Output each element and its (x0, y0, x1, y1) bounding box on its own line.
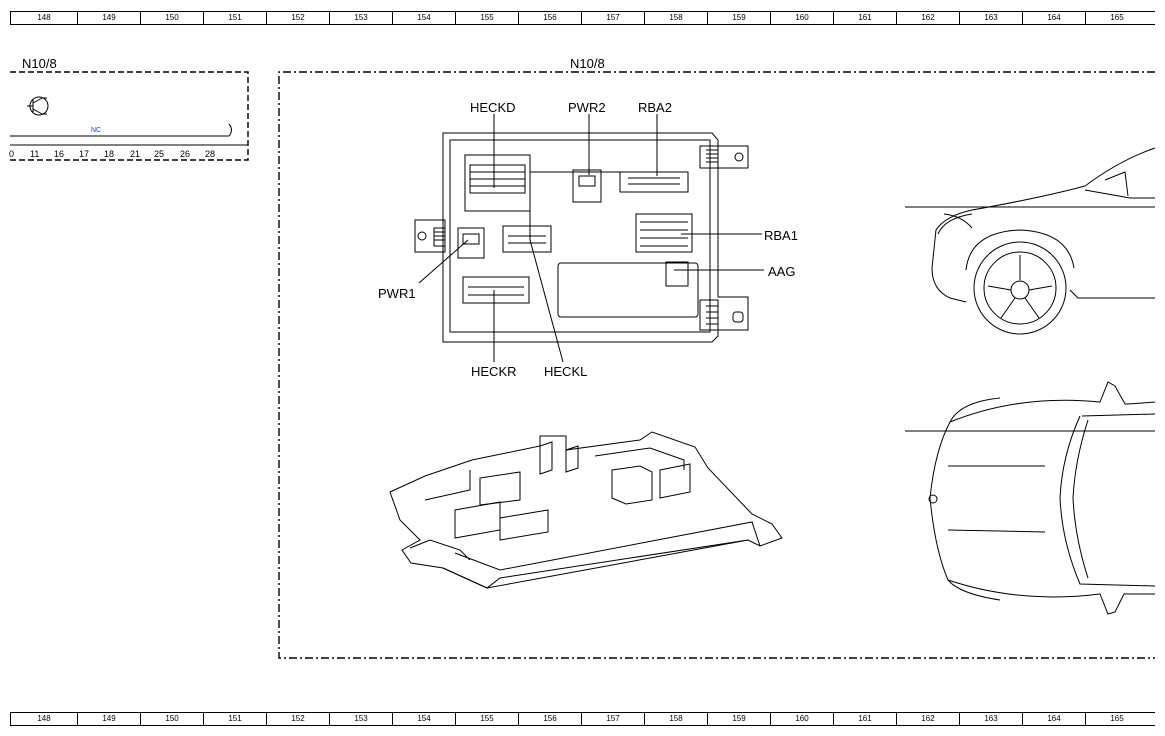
ruler-column-number: 148 (10, 12, 77, 24)
control-unit-top-view (414, 114, 764, 363)
ruler-column-number: 165 (1085, 12, 1148, 24)
ruler-column-number: 156 (518, 713, 581, 725)
ruler-column-number: 148 (10, 713, 77, 725)
control-unit-isometric-view (389, 431, 783, 589)
pin-label: 17 (79, 149, 90, 159)
left-panel-border (10, 71, 249, 161)
pin-label: 26 (180, 149, 191, 159)
ruler-column-number: 163 (959, 713, 1022, 725)
main-panel-title: N10/8 (570, 56, 605, 71)
pin-label: 0 (9, 149, 15, 159)
left-panel-title: N10/8 (22, 56, 57, 71)
ruler-column-number: 155 (455, 12, 518, 24)
nc-label: NC (91, 127, 102, 134)
vehicle-side-view (905, 147, 1156, 335)
ruler-column-number: 154 (392, 12, 455, 24)
transistor-icon (27, 96, 49, 116)
ruler-column-number: 151 (203, 713, 266, 725)
ruler-column-number: 161 (833, 713, 896, 725)
ruler-column-number: 153 (329, 713, 392, 725)
ruler-column-number: 150 (140, 713, 203, 725)
connector-label-aag: AAG (768, 264, 796, 279)
connector-label-rba1: RBA1 (764, 228, 798, 243)
main-panel-border (278, 71, 1155, 659)
ruler-column-number: 152 (266, 12, 329, 24)
connector-label-rba2: RBA2 (638, 100, 672, 115)
ruler-column-number: 152 (266, 713, 329, 725)
ruler-column-number: 160 (770, 713, 833, 725)
ruler-column-number: 154 (392, 713, 455, 725)
ruler-column-number: 158 (644, 713, 707, 725)
pin-label: 18 (104, 149, 115, 159)
ruler-column-number: 150 (140, 12, 203, 24)
ruler-column-number: 149 (77, 713, 140, 725)
ruler-column-number: 160 (770, 12, 833, 24)
ruler-column-number: 153 (329, 12, 392, 24)
connector-label-heckr: HECKR (471, 364, 517, 379)
pin-label: 28 (205, 149, 216, 159)
ruler-column-number: 159 (707, 713, 770, 725)
ruler-column-number: 164 (1022, 12, 1085, 24)
ruler-column-number: 157 (581, 12, 644, 24)
ruler-column-number: 151 (203, 12, 266, 24)
connector-label-heckd: HECKD (470, 100, 516, 115)
ruler-column-number: 155 (455, 713, 518, 725)
connector-label-pwr2: PWR2 (568, 100, 606, 115)
ruler-column-number: 157 (581, 713, 644, 725)
pin-label: 11 (30, 149, 40, 159)
pin-label: 16 (54, 149, 65, 159)
ruler-column-number: 161 (833, 12, 896, 24)
connector-label-heckl: HECKL (544, 364, 588, 379)
pin-label: 21 (130, 149, 141, 159)
ruler-column-number: 164 (1022, 713, 1085, 725)
ruler-column-number: 156 (518, 12, 581, 24)
vehicle-top-view (905, 381, 1156, 615)
pin-label: 25 (154, 149, 165, 159)
ruler-column-number: 163 (959, 12, 1022, 24)
ruler-column-number: 165 (1085, 713, 1148, 725)
ruler-column-number: 162 (896, 12, 959, 24)
ruler-column-number: 159 (707, 12, 770, 24)
ruler-column-number: 158 (644, 12, 707, 24)
connector-label-pwr1: PWR1 (378, 286, 416, 301)
ruler-column-number: 149 (77, 12, 140, 24)
ruler-column-number: 162 (896, 713, 959, 725)
